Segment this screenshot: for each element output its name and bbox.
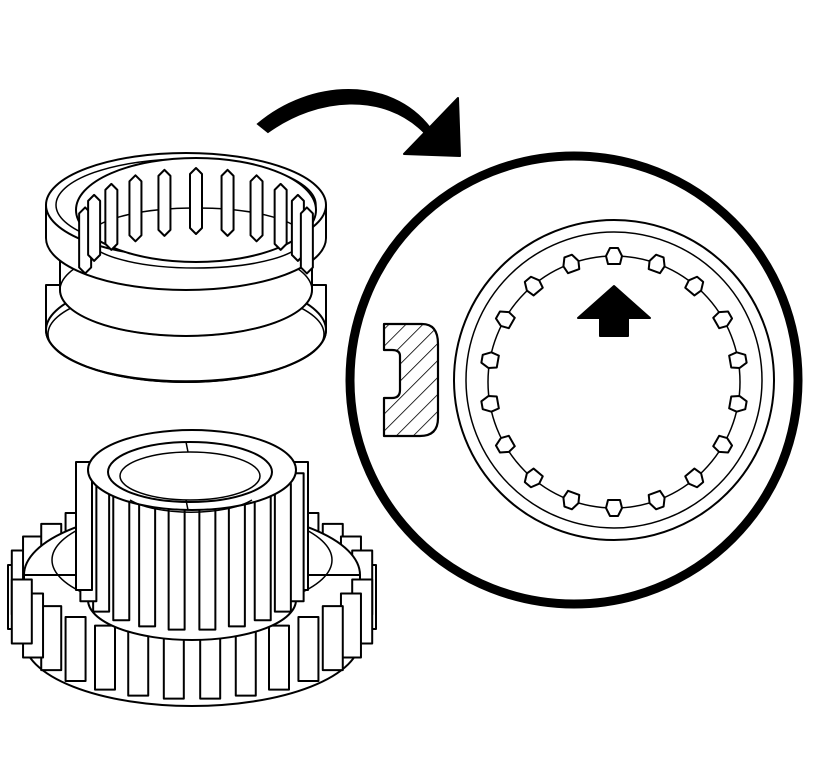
hub-spline [75, 461, 93, 591]
detail-spline [647, 489, 666, 511]
detail-spline [684, 275, 705, 297]
gear-tooth [127, 630, 150, 697]
detail-circle [345, 151, 803, 609]
gear-tooth [268, 624, 290, 691]
hub-spline [273, 482, 292, 613]
gear-tooth [297, 616, 320, 683]
sleeve-spline [104, 182, 119, 251]
synchronizer-sleeve [45, 152, 327, 383]
hub-spline [198, 500, 217, 631]
gear-tooth [321, 605, 344, 672]
detail-spline [494, 310, 516, 330]
hatched-section-icon [382, 322, 440, 438]
sleeve-spline [273, 182, 288, 251]
detail-spline [684, 467, 705, 489]
sleeve-spline [249, 174, 264, 243]
hub-spline [112, 491, 131, 622]
sleeve-spline [157, 168, 172, 237]
gear-tooth [339, 592, 362, 659]
up-arrow-icon [577, 285, 651, 337]
hub-spline [138, 497, 157, 628]
sleeve-spline [87, 193, 102, 262]
hub-spline [227, 497, 246, 628]
spur-gear [7, 429, 377, 707]
detail-spline [605, 499, 623, 517]
detail-spline [728, 394, 748, 413]
curved-arrow-icon [256, 89, 461, 157]
detail-spline [562, 253, 581, 275]
gear-tooth [199, 633, 222, 700]
detail-spline [712, 310, 734, 330]
gear-tooth [10, 578, 33, 645]
gear-tooth [64, 616, 87, 683]
detail-spline [480, 351, 500, 370]
detail-spline [647, 253, 666, 275]
hub-spline [167, 500, 186, 631]
sleeve-spline [299, 206, 314, 275]
detail-spline [523, 467, 544, 489]
detail-spline [605, 247, 623, 265]
gear-tooth [162, 633, 185, 700]
hub-spline [253, 491, 272, 622]
sleeve-spline [220, 168, 235, 237]
detail-spline [562, 489, 581, 511]
gear-tooth [94, 624, 116, 691]
gear-tooth [234, 630, 257, 697]
sleeve-spline [128, 174, 143, 243]
gear-tooth [40, 605, 63, 672]
sleeve-spline [189, 167, 203, 235]
detail-spline [712, 434, 734, 454]
detail-spline [494, 434, 516, 454]
detail-spline [480, 394, 500, 413]
detail-spline [728, 351, 748, 370]
detail-spline [523, 275, 544, 297]
